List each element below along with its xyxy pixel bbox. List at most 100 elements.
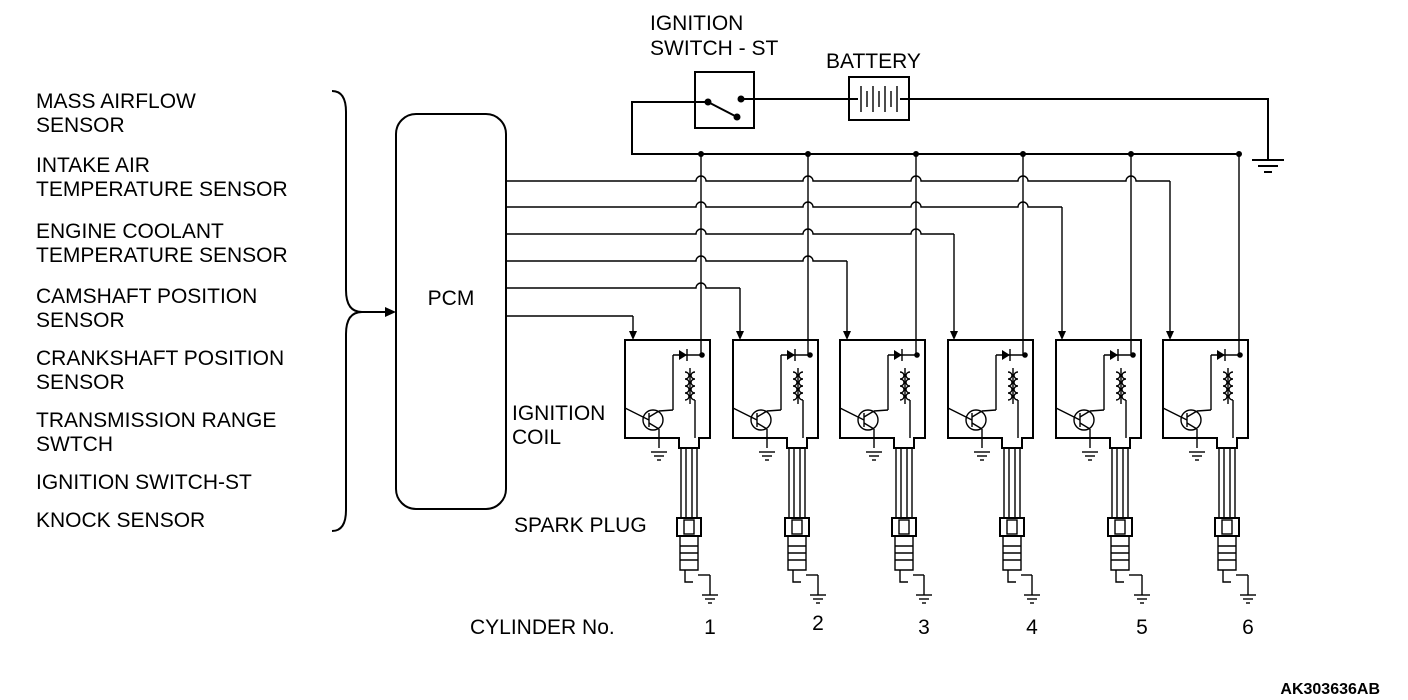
- spark-plug-icon: [784, 517, 810, 537]
- diode-icon: [1217, 350, 1225, 360]
- transistor-input-wire: [624, 407, 650, 421]
- main-ground-icon: [1252, 159, 1284, 173]
- input-sensor-8-line1: KNOCK SENSOR: [36, 509, 205, 532]
- input-sensor-1-line1: MASS AIRFLOW: [36, 90, 196, 113]
- transistor-emitter: [756, 422, 768, 430]
- coil-primary-winding: [1115, 371, 1121, 401]
- coil-primary-winding: [1007, 371, 1013, 401]
- coil-unit-2: 2: [732, 151, 826, 635]
- transistor-input-wire: [839, 407, 865, 421]
- coil-unit-5: 5: [1055, 151, 1150, 639]
- coil-primary-winding: [684, 371, 690, 401]
- coil-node-dot: [1022, 352, 1028, 358]
- coil-secondary-winding: [690, 371, 696, 401]
- pcm-signal-arrow-1: [1166, 331, 1174, 340]
- transistor-collector: [863, 410, 875, 418]
- pcm-signal-arrow-3: [950, 331, 958, 340]
- transistor-collector-wire: [766, 409, 782, 412]
- pcm-signal-wire-2: [506, 201, 1062, 208]
- input-sensor-6-line2: SWTCH: [36, 433, 113, 456]
- coil-unit-6: 6: [1162, 151, 1256, 639]
- transistor-collector-wire: [658, 409, 674, 412]
- pcm-signal-arrow-4: [843, 331, 851, 340]
- wiring: [506, 98, 1269, 340]
- spark-plug-electrode: [899, 570, 908, 583]
- transistor-icon: [1073, 409, 1095, 431]
- transistor-collector-wire: [1196, 409, 1212, 412]
- ignition-coil-box: [1055, 339, 1142, 449]
- input-sensor-5-line2: SENSOR: [36, 371, 125, 394]
- transistor-emitter: [1079, 422, 1091, 430]
- supply-bus-wire: [631, 101, 1239, 155]
- ignition-switch-label-line1: IGNITION: [650, 12, 743, 35]
- input-sensor-7-line1: IGNITION SWITCH-ST: [36, 471, 252, 494]
- coil-node-dot: [807, 352, 813, 358]
- ignition-switch-label-line2: SWITCH - ST: [650, 37, 778, 60]
- ignition-coil-label-line1: IGNITION: [512, 402, 605, 425]
- transistor-icon: [642, 409, 664, 431]
- cylinder-number-5: 5: [1136, 616, 1148, 639]
- input-sensor-4-line2: SENSOR: [36, 309, 125, 332]
- coil-node-dot: [1130, 352, 1136, 358]
- spark-plug-icon: [999, 517, 1025, 537]
- coil-node-dot: [699, 352, 705, 358]
- coil-secondary-winding: [1013, 371, 1019, 401]
- pcm-box: [395, 113, 507, 510]
- pcm-signal-arrow-2: [1058, 331, 1066, 340]
- pcm-signal-arrow-5: [736, 331, 744, 340]
- transistor-emitter: [648, 422, 660, 430]
- diode-icon: [894, 350, 902, 360]
- transistor-collector: [1079, 410, 1091, 418]
- spark-plug-electrode: [792, 570, 801, 583]
- brace-arrow-head: [385, 307, 396, 317]
- spark-plug-icon: [1214, 517, 1240, 537]
- transistor-icon: [965, 409, 987, 431]
- spark-plug-electrode: [684, 570, 693, 583]
- transistor-input-wire: [1055, 407, 1081, 421]
- spark-plug-boot: [788, 447, 806, 519]
- coil-node-dot: [914, 352, 920, 358]
- input-sensor-3-line2: TEMPERATURE SENSOR: [36, 244, 288, 267]
- spark-plug-terminal: [791, 519, 803, 535]
- spark-plug-boot: [1111, 447, 1129, 519]
- transistor-collector: [756, 410, 768, 418]
- transistor-icon: [750, 409, 772, 431]
- spark-plug-terminal: [898, 519, 910, 535]
- input-sensor-2-line2: TEMPERATURE SENSOR: [36, 178, 288, 201]
- coil-secondary-winding: [1121, 371, 1127, 401]
- spark-plug-electrode: [1007, 570, 1016, 583]
- transistor-collector: [1186, 410, 1198, 418]
- coil-primary-winding: [1222, 371, 1228, 401]
- spark-plug-icon: [676, 517, 702, 537]
- spark-plug-terminal: [1221, 519, 1233, 535]
- spark-plug-icon: [1107, 517, 1133, 537]
- diode-icon: [787, 350, 795, 360]
- input-brace: [331, 90, 363, 532]
- pcm-label: PCM: [428, 287, 475, 310]
- input-sensor-5-line1: CRANKSHAFT POSITION: [36, 347, 284, 370]
- spark-plug-icon: [891, 517, 917, 537]
- cylinder-number-2: 2: [812, 612, 824, 635]
- transistor-input-wire: [1162, 407, 1188, 421]
- coil-node-dot: [1237, 352, 1243, 358]
- diode-icon: [1110, 350, 1118, 360]
- spark-plug-terminal: [1114, 519, 1126, 535]
- spark-plug-boot: [895, 447, 913, 519]
- transistor-icon: [1180, 409, 1202, 431]
- transistor-emitter: [1186, 422, 1198, 430]
- pcm-signal-wire-5: [506, 282, 740, 289]
- spark-plug-electrode: [1115, 570, 1124, 583]
- pcm-signal-wire-4: [506, 255, 847, 262]
- coil-secondary-winding: [798, 371, 804, 401]
- coil-unit-1: 1: [624, 151, 718, 639]
- coil-secondary-winding: [905, 371, 911, 401]
- battery-label: BATTERY: [826, 50, 921, 73]
- spark-plug-label: SPARK PLUG: [514, 514, 647, 537]
- battery-cells: [849, 86, 909, 112]
- transistor-collector-wire: [873, 409, 889, 412]
- input-sensor-6-line1: TRANSMISSION RANGE: [36, 409, 276, 432]
- ignition-coil-box: [1162, 339, 1249, 449]
- ignition-coil-box: [947, 339, 1034, 449]
